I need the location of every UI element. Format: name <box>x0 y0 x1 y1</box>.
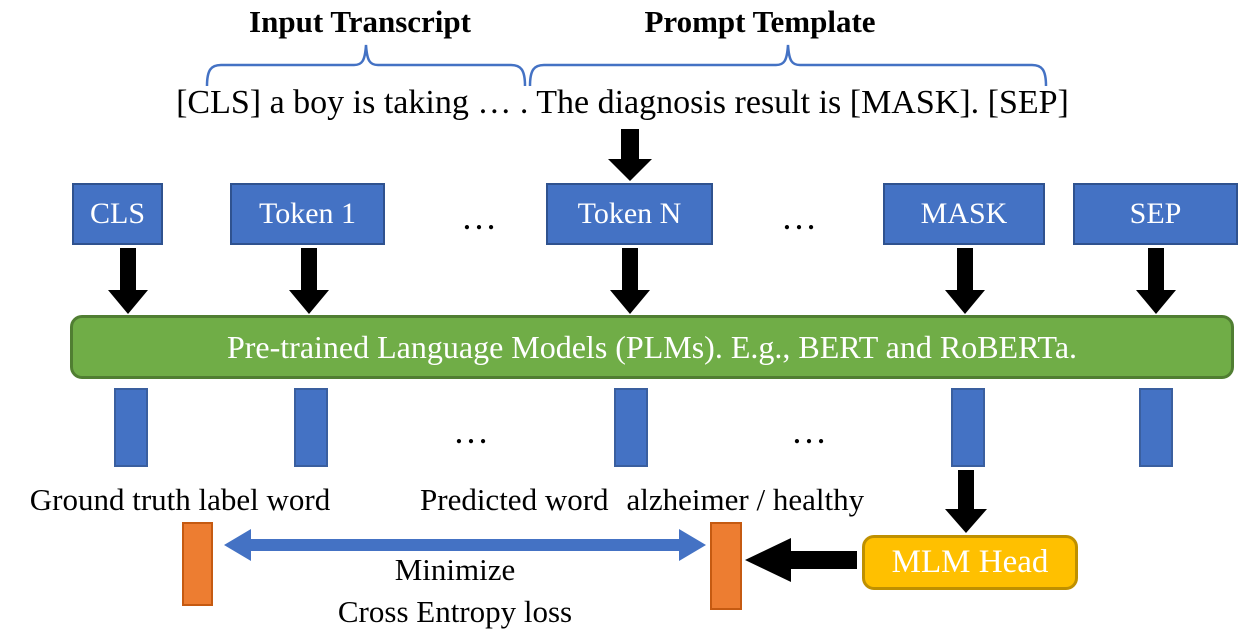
ground-truth-word-bar <box>182 522 213 606</box>
down-arrow-icon <box>945 248 985 314</box>
down-arrow-icon <box>610 248 650 314</box>
predicted-word-bar <box>710 522 742 610</box>
embedding-bar-mask <box>951 388 985 467</box>
down-arrow-icon <box>108 248 148 314</box>
token-box-sep: SEP <box>1073 183 1238 245</box>
input-transcript-heading: Input Transcript <box>249 4 471 39</box>
token-box-tokenN: Token N <box>546 183 713 245</box>
predicted-value-text: alzheimer / healthy <box>626 482 865 517</box>
predicted-word-label: Predicted word alzheimer / healthy <box>420 482 864 518</box>
minimize-label: Minimize <box>394 552 516 587</box>
prompt-template-heading: Prompt Template <box>644 4 876 39</box>
input-sentence: [CLS] a boy is taking … . The diagnosis … <box>176 84 1069 121</box>
token-ellipsis-1: … <box>461 197 499 237</box>
prompt-template-brace <box>528 44 1048 87</box>
token-box-mask: MASK <box>883 183 1045 245</box>
predicted-word-text: Predicted word <box>420 482 609 517</box>
embedding-bar-sep <box>1139 388 1173 467</box>
token-box-token1: Token 1 <box>230 183 385 245</box>
mlm-head-box: MLM Head <box>862 535 1078 590</box>
token-ellipsis-2: … <box>781 197 819 237</box>
down-arrow-icon <box>289 248 329 314</box>
embedding-ellipsis-1: … <box>453 411 491 451</box>
embedding-bar-token1 <box>294 388 328 467</box>
down-arrow-icon <box>608 129 652 181</box>
down-arrow-icon <box>945 470 987 533</box>
embedding-bar-tokenN <box>614 388 648 467</box>
plm-bar: Pre-trained Language Models (PLMs). E.g.… <box>70 315 1234 379</box>
left-arrow-icon <box>745 538 857 582</box>
down-arrow-icon <box>1136 248 1176 314</box>
cross-entropy-label: Cross Entropy loss <box>337 594 573 629</box>
input-transcript-brace <box>205 44 527 87</box>
embedding-bar-cls <box>114 388 148 467</box>
double-arrow-icon <box>224 529 706 561</box>
ground-truth-label: Ground truth label word <box>29 482 331 517</box>
embedding-ellipsis-2: … <box>791 411 829 451</box>
token-box-cls: CLS <box>72 183 163 245</box>
